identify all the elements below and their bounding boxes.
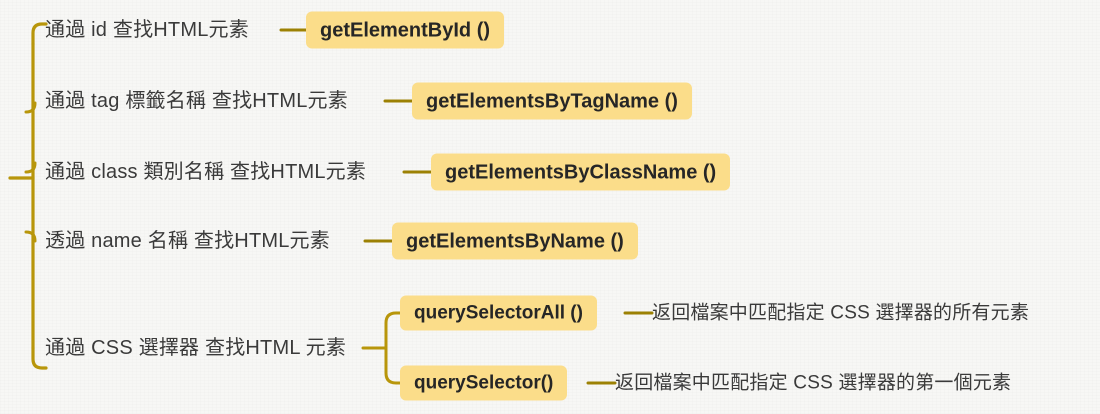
branch-label-by-class-name[interactable]: 通過 class 類別名稱 查找HTML元素 (45, 161, 367, 183)
description-query-selector: 返回檔案中匹配指定 CSS 選擇器的第一個元素 (615, 372, 1012, 394)
branch-label-by-tag-name[interactable]: 通過 tag 標籤名稱 查找HTML元素 (45, 90, 348, 112)
method-badge-query-selector-all[interactable]: querySelectorAll () (400, 295, 597, 331)
brace-css-top-curl (384, 311, 402, 339)
branch-label-by-css-selector[interactable]: 通過 CSS 選擇器 查找HTML 元素 (45, 337, 347, 359)
method-badge-get-elements-by-name[interactable]: getElementsByName () (392, 222, 638, 260)
method-badge-query-selector[interactable]: querySelector() (400, 365, 568, 401)
brace-tick-row4 (24, 230, 37, 243)
method-badge-get-element-by-id[interactable]: getElementById () (306, 11, 505, 49)
brace-css-bottom-curl (384, 357, 402, 385)
method-badge-get-elements-by-class-name[interactable]: getElementsByClassName () (431, 153, 731, 191)
description-query-selector-all: 返回檔案中匹配指定 CSS 選擇器的所有元素 (652, 302, 1030, 324)
branch-label-by-name[interactable]: 透過 name 名稱 查找HTML元素 (45, 230, 330, 252)
brace-tick-row2 (24, 101, 37, 114)
branch-label-by-id[interactable]: 通過 id 查找HTML元素 (45, 19, 249, 41)
method-badge-get-elements-by-tag-name[interactable]: getElementsByTagName () (412, 82, 692, 120)
brace-tick-row3 (24, 161, 37, 174)
